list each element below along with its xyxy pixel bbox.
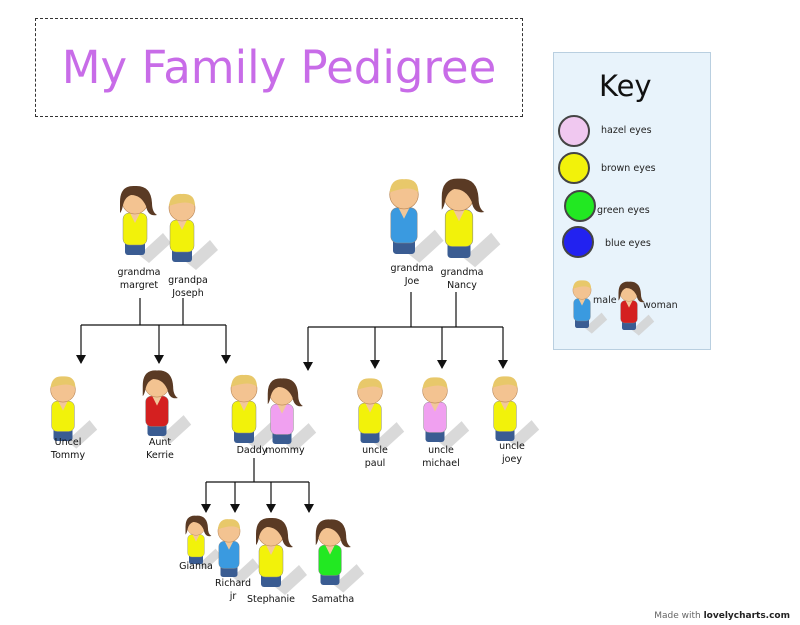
woman-label: woman (643, 300, 678, 311)
key-title: Key (599, 69, 652, 103)
hazel-eyes-swatch (558, 115, 590, 147)
figure-key-female (618, 281, 655, 336)
label-samatha: Samatha (311, 594, 355, 605)
figure-mommy (267, 378, 317, 452)
brown-eyes-label: brown eyes (601, 163, 656, 174)
figure-gianna (185, 515, 222, 570)
hazel-eyes-label: hazel eyes (601, 125, 652, 136)
connector-lines (76, 292, 508, 513)
figure-samatha (315, 519, 365, 593)
label-daddy: Daddy (236, 445, 268, 456)
figure-grandma-joe (389, 179, 444, 263)
title-box: My Family Pedigree (35, 18, 523, 117)
figure-key-male (572, 280, 608, 334)
label-stephanie: Stephanie (247, 594, 295, 605)
green-eyes-label: green eyes (597, 205, 650, 216)
brown-eyes-swatch (558, 152, 590, 184)
green-eyes-swatch (564, 190, 596, 222)
figure-uncel-tommy (50, 376, 98, 449)
figure-grandma-margret (120, 185, 171, 263)
page-title: My Family Pedigree (61, 41, 497, 94)
label-mommy: mommy (265, 445, 305, 456)
blue-eyes-label: blue eyes (605, 238, 651, 249)
label-gianna: Gianna (179, 561, 213, 572)
blue-eyes-swatch (562, 226, 594, 258)
figure-aunt-kerrie (142, 370, 192, 444)
figure-uncle-paul (357, 378, 405, 451)
family-figures (50, 178, 655, 595)
male-label: male (593, 295, 617, 306)
footer-credit: Made with lovelycharts.com (654, 611, 790, 621)
figure-uncle-michael (422, 377, 470, 450)
figure-richard-jr (217, 519, 260, 584)
figure-stephanie (256, 517, 307, 595)
figure-uncle-joey (492, 376, 540, 449)
figure-grandma-nancy (441, 178, 501, 268)
figure-grandpa-joseph (168, 193, 218, 270)
